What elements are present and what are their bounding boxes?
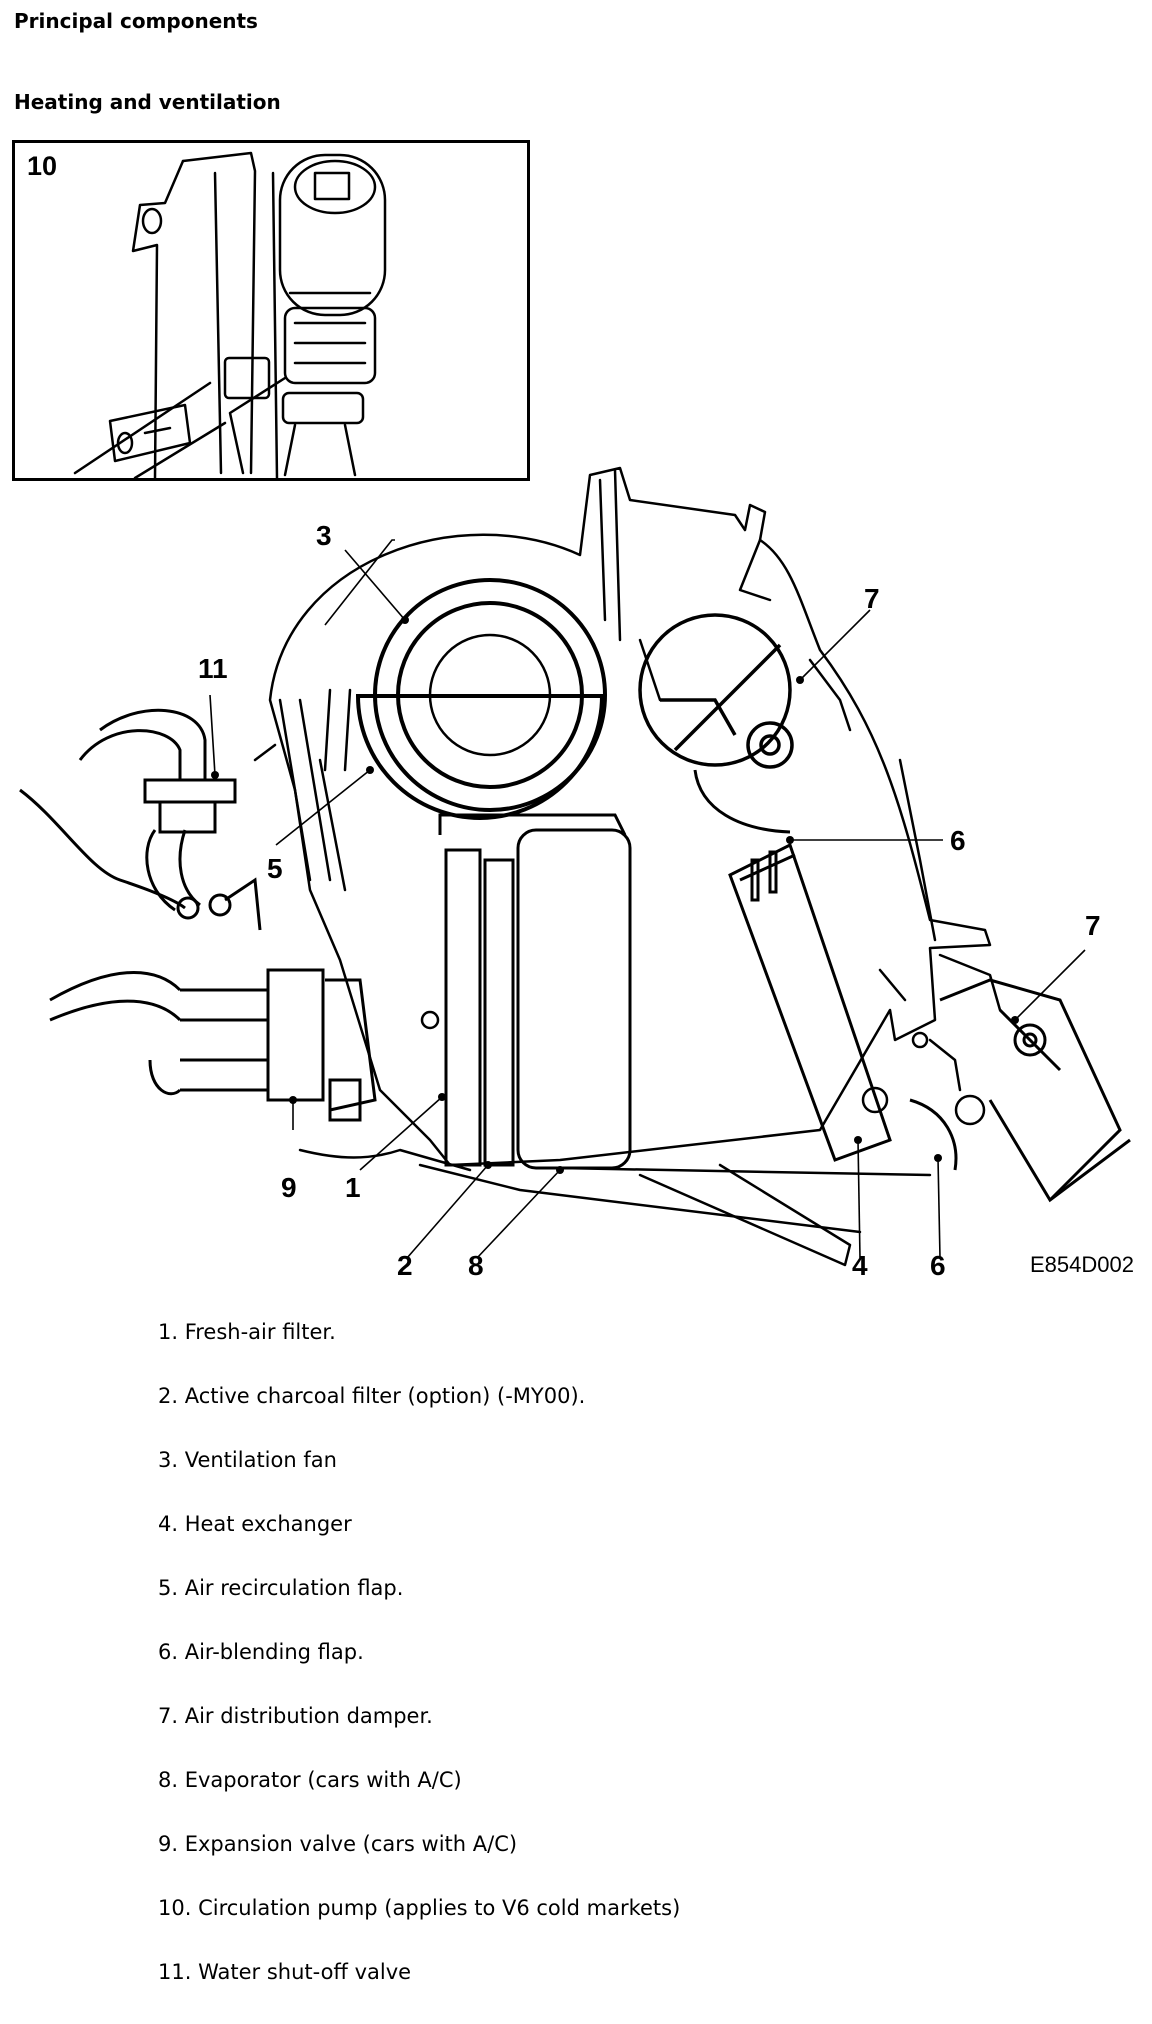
legend-item: 3. Ventilation fan bbox=[158, 1448, 337, 1472]
circulation-pump-inset: 10 bbox=[12, 140, 530, 481]
callout-6-lower: 6 bbox=[930, 1250, 946, 1280]
heater-assembly-diagram: 3 11 5 7 6 7 9 1 2 8 4 6 E854D002 bbox=[19, 466, 1134, 1280]
expansion-valve bbox=[49, 968, 377, 1122]
callout-7-upper: 7 bbox=[864, 583, 880, 614]
water-shut-off-valve bbox=[19, 708, 262, 931]
charcoal-filter bbox=[483, 858, 515, 1167]
callout-11: 11 bbox=[198, 653, 228, 684]
callout-dots bbox=[211, 616, 1019, 1174]
callout-numbers: 3 11 5 7 6 7 9 1 2 8 4 6 bbox=[198, 520, 1101, 1280]
subsection-heading: Heating and ventilation bbox=[14, 90, 281, 114]
legend-item: 10. Circulation pump (applies to V6 cold… bbox=[158, 1896, 681, 1920]
callout-1: 1 bbox=[345, 1172, 361, 1203]
evaporator bbox=[438, 813, 632, 1170]
legend-item: 8. Evaporator (cars with A/C) bbox=[158, 1768, 462, 1792]
legend-item: 11. Water shut-off valve bbox=[158, 1960, 412, 1984]
callout-8: 8 bbox=[468, 1250, 484, 1280]
air-distribution-damper-upper bbox=[638, 613, 794, 769]
ventilation-fan bbox=[355, 578, 607, 820]
circulation-pump-drawing bbox=[73, 151, 387, 478]
callout-9: 9 bbox=[281, 1172, 297, 1203]
callout-4: 4 bbox=[852, 1250, 868, 1280]
callout-6-upper: 6 bbox=[950, 825, 966, 856]
inset-callout-10: 10 bbox=[27, 151, 58, 181]
housing-outline bbox=[253, 466, 1002, 1267]
legend-item: 1. Fresh-air filter. bbox=[158, 1320, 336, 1344]
callout-2: 2 bbox=[397, 1250, 413, 1280]
section-heading: Principal components bbox=[14, 9, 258, 33]
air-blending-flap bbox=[693, 769, 958, 1171]
air-distribution-damper-lower bbox=[939, 978, 1131, 1203]
callout-5: 5 bbox=[267, 853, 283, 884]
legend-item: 4. Heat exchanger bbox=[158, 1512, 352, 1536]
figure-code: E854D002 bbox=[1030, 1252, 1134, 1277]
component-legend: 1. Fresh-air filter. 2. Active charcoal … bbox=[158, 1320, 680, 2024]
callout-3: 3 bbox=[316, 520, 332, 551]
heat-exchanger bbox=[728, 842, 892, 1162]
legend-item: 9. Expansion valve (cars with A/C) bbox=[158, 1832, 518, 1856]
legend-item: 5. Air recirculation flap. bbox=[158, 1576, 404, 1600]
legend-item: 2. Active charcoal filter (option) (-MY0… bbox=[158, 1384, 586, 1408]
fresh-air-filter bbox=[444, 848, 482, 1167]
leader-lines bbox=[209, 539, 1086, 1259]
legend-item: 7. Air distribution damper. bbox=[158, 1704, 433, 1728]
legend-item: 6. Air-blending flap. bbox=[158, 1640, 364, 1664]
callout-7-lower: 7 bbox=[1085, 910, 1101, 941]
